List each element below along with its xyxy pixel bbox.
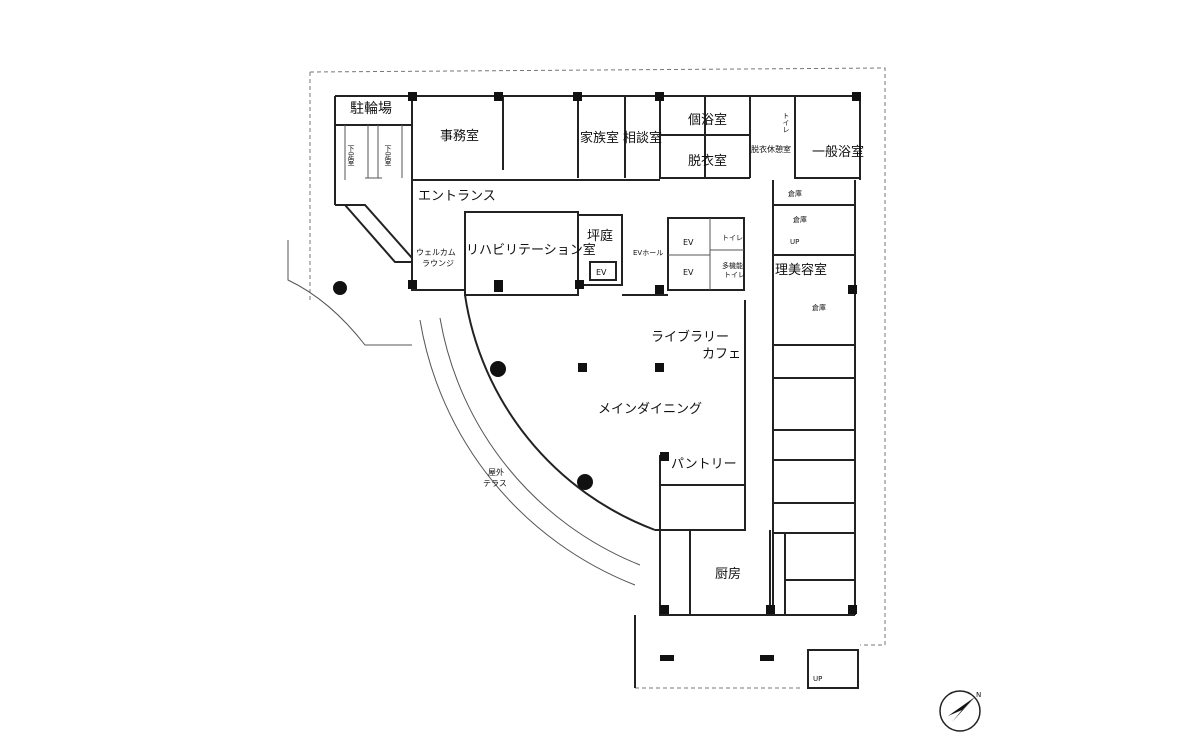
- label-stair-up-1: UP: [790, 238, 799, 246]
- label-courtyard: 坪庭: [587, 228, 613, 244]
- label-kitchen: 厨房: [715, 566, 741, 582]
- label-bath-toilet: トイレ: [782, 112, 790, 133]
- label-toilet: トイレ: [722, 234, 743, 242]
- rehab-walls: [464, 211, 623, 296]
- label-terrace-2: テラス: [483, 479, 507, 488]
- label-family-room: 家族室: [580, 130, 619, 146]
- label-stair-up-2: UP: [813, 675, 822, 683]
- kitchen-walls: [634, 530, 855, 688]
- label-bicycle-parking: 駐輪場: [350, 100, 392, 117]
- label-small-ev: EV: [596, 268, 607, 277]
- ev-core: [667, 217, 745, 291]
- label-public-bath: 一般浴室: [812, 144, 864, 160]
- label-dressing-room: 脱衣室: [688, 153, 727, 169]
- label-terrace-1: 屋外: [488, 467, 504, 477]
- label-accessible-toilet-2: トイレ: [724, 271, 745, 279]
- ev-divider: [668, 218, 744, 290]
- compass-north-label: N: [976, 691, 981, 699]
- label-library-cafe-1: ライブラリー: [651, 329, 729, 345]
- label-barber: 理美容室: [775, 262, 827, 278]
- label-welcome-lounge-1: ウェルカム: [416, 248, 456, 257]
- label-office: 事務室: [440, 128, 479, 144]
- label-storage-2: 倉庫: [793, 215, 807, 224]
- label-consultation-room: 相談室: [623, 130, 662, 146]
- label-storage-1: 倉庫: [788, 189, 802, 198]
- label-entrance: エントランス: [418, 189, 496, 204]
- label-shoe-room-1: 下足室: [347, 145, 355, 166]
- label-rehab-room: リハビリテーション室: [466, 242, 596, 258]
- label-library-cafe-2: カフェ: [702, 347, 741, 362]
- label-ev-2: EV: [683, 268, 694, 277]
- label-ev-hall: EVホール: [633, 249, 663, 257]
- bottom-stair: [807, 649, 859, 689]
- terrace-arc-inner: [439, 317, 641, 566]
- label-accessible-toilet-1: 多機能: [722, 261, 743, 270]
- structural-columns: [333, 92, 861, 661]
- label-main-dining: メインダイニング: [598, 402, 702, 417]
- terrace-arc-outer: [419, 319, 636, 586]
- bicycle-parking-walls: [334, 95, 413, 263]
- small-ev-shaft: [589, 261, 617, 281]
- label-private-bath: 個浴室: [688, 112, 727, 128]
- dining-arc: [464, 294, 656, 531]
- label-ev-1: EV: [683, 238, 694, 247]
- north-compass-icon: N: [939, 690, 981, 732]
- left-site-line: [287, 240, 412, 346]
- shoe-room-dividers: [344, 125, 403, 180]
- label-storage-3: 倉庫: [812, 303, 826, 312]
- dining-walls: [622, 294, 746, 531]
- label-pantry: パントリー: [671, 457, 737, 472]
- label-welcome-lounge-2: ラウンジ: [422, 259, 454, 268]
- label-dressing-lounge: 脱衣休憩室: [751, 144, 791, 154]
- label-shoe-room-2: 下足室: [384, 145, 392, 166]
- main-walls: [411, 95, 861, 615]
